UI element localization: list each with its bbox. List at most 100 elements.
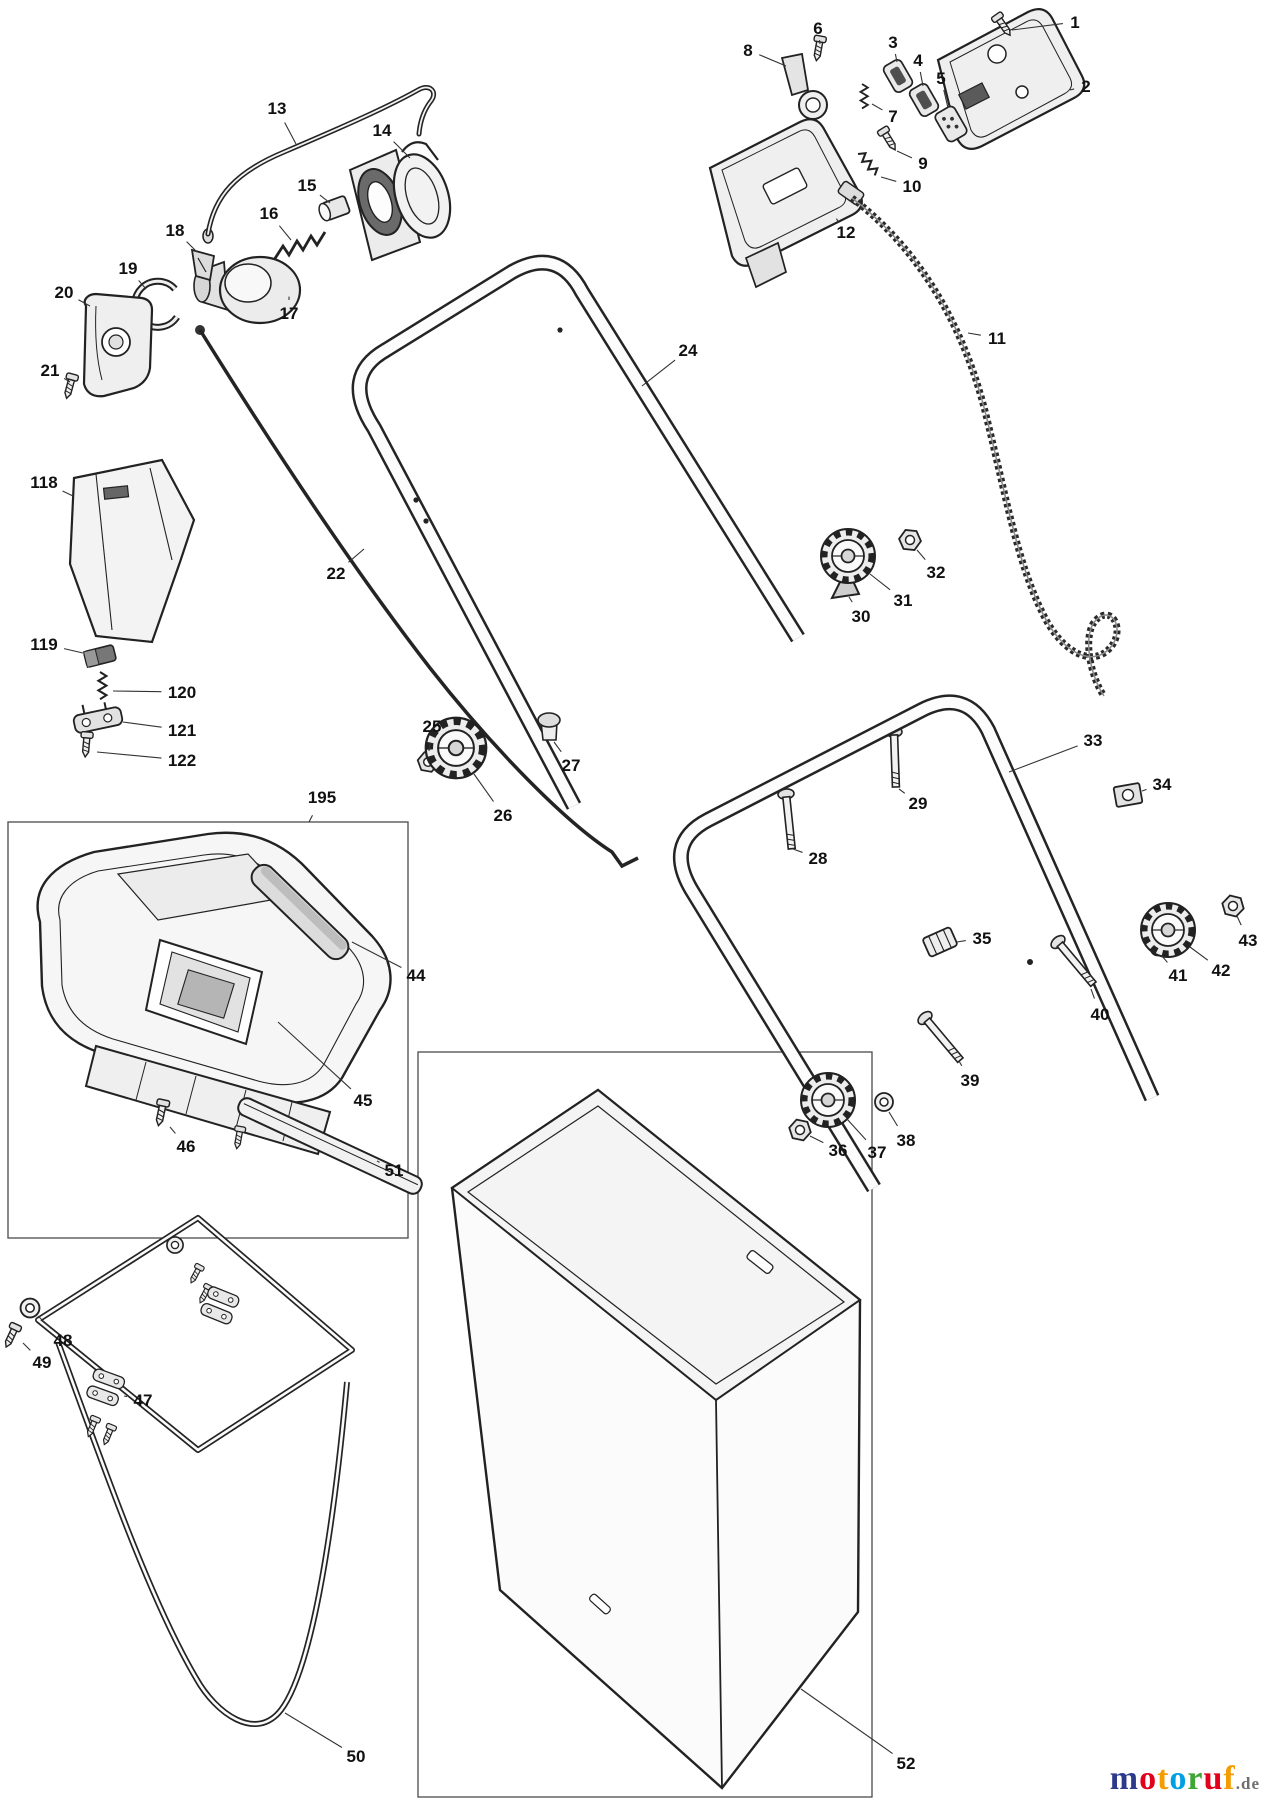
leader-line-118 (62, 490, 74, 497)
leader-line-39 (958, 1060, 963, 1067)
part-callout-42: 42 (1189, 946, 1230, 980)
leader-line-18 (186, 241, 198, 253)
part-number-10: 10 (903, 177, 922, 196)
leader-line-13 (284, 122, 297, 145)
part-callout-37: 37 (846, 1118, 886, 1162)
part-callout-34: 34 (1141, 775, 1172, 794)
part-118-deflector-flap (68, 458, 196, 644)
leader-line-11 (967, 332, 981, 336)
part-number-27: 27 (562, 756, 581, 775)
leader-line-12 (835, 218, 839, 222)
leader-line-49 (22, 1342, 31, 1351)
part-18-clip (190, 248, 216, 282)
part-callout-14: 14 (373, 121, 411, 159)
part-number-31: 31 (894, 591, 913, 610)
part-callout-32: 32 (916, 549, 946, 582)
leader-line-22 (348, 548, 365, 563)
part-callout-27: 27 (553, 741, 581, 775)
leader-line-119 (63, 648, 84, 654)
part-38-washer (874, 1092, 894, 1112)
leader-line-51 (376, 1160, 380, 1163)
part-47-fastener-plates (86, 1368, 126, 1407)
part-28-bolt (776, 787, 801, 851)
part-callout-4: 4 (913, 51, 924, 87)
part-number-122: 122 (168, 751, 196, 770)
site-logo[interactable]: motoruf.de (1110, 1762, 1260, 1796)
part-number-32: 32 (927, 563, 946, 582)
leader-line-8 (759, 54, 787, 67)
part-number-13: 13 (268, 99, 287, 118)
logo-letter: o (1139, 1760, 1158, 1797)
part-number-9: 9 (918, 154, 927, 173)
leader-line-45 (277, 1021, 352, 1090)
part-number-1: 1 (1070, 13, 1079, 32)
part-52-grass-catcher-bag (450, 1088, 862, 1790)
leader-line-52 (800, 1688, 893, 1755)
part-43-nut (1219, 893, 1247, 919)
part-6-screw (809, 34, 828, 63)
logo-suffix: .de (1235, 1774, 1260, 1793)
part-36-nut (786, 1117, 814, 1143)
leader-line-38 (888, 1111, 898, 1127)
part-20-housing-cover (82, 292, 154, 398)
leader-line-36 (809, 1135, 824, 1144)
leader-line-48 (37, 1315, 52, 1330)
part-number-22: 22 (327, 564, 346, 583)
part-number-6: 6 (813, 19, 822, 38)
part-callout-35: 35 (956, 929, 991, 948)
part-number-39: 39 (961, 1071, 980, 1090)
part-callout-9: 9 (896, 150, 928, 173)
leader-line-21 (63, 377, 71, 383)
part-number-52: 52 (897, 1754, 916, 1773)
part-callout-119: 119 (30, 635, 84, 654)
leader-line-2 (1069, 88, 1075, 91)
part-number-15: 15 (298, 176, 317, 195)
part-number-34: 34 (1153, 775, 1172, 794)
part-33-lower-handlebar (672, 694, 1160, 1193)
part-number-26: 26 (494, 806, 513, 825)
part-callout-11: 11 (967, 329, 1006, 348)
leader-line-24 (641, 359, 676, 387)
part-number-44: 44 (407, 966, 426, 985)
leader-line-26 (473, 773, 494, 802)
part-callout-48: 48 (37, 1315, 72, 1350)
logo-letter: m (1109, 1760, 1140, 1797)
part-number-119: 119 (30, 635, 57, 654)
part-49-screw (0, 1321, 23, 1351)
logo-letter: u (1203, 1760, 1224, 1797)
part-callout-25: 25 (423, 717, 441, 752)
leader-line-47 (123, 1395, 128, 1398)
frame-screw-a (186, 1262, 206, 1286)
part-number-18: 18 (166, 221, 185, 240)
part-number-14: 14 (373, 121, 392, 140)
leader-line-27 (553, 741, 562, 753)
part-119-clip (82, 644, 117, 668)
part-callout-46: 46 (169, 1126, 195, 1156)
part-callout-20: 20 (55, 283, 91, 307)
part-34-square-nut (1112, 782, 1144, 808)
part-number-38: 38 (897, 1131, 916, 1150)
part-number-3: 3 (888, 33, 897, 52)
part-number-51: 51 (385, 1161, 404, 1180)
part-8-cable-clamp (780, 52, 828, 120)
part-11-power-cable (837, 180, 1121, 699)
part-32-nut (897, 528, 923, 552)
part-callout-51: 51 (376, 1160, 404, 1180)
part-47-screw-b (98, 1422, 118, 1448)
part-50-grass-catcher-frame (35, 1215, 355, 1727)
part-callout-40: 40 (1090, 988, 1109, 1024)
leader-line-120 (112, 690, 162, 693)
part-number-11: 11 (988, 329, 1006, 348)
leader-line-122 (96, 751, 162, 759)
part-callout-26: 26 (473, 773, 513, 825)
part-callout-8: 8 (743, 41, 787, 67)
part-13-cable-guide-rod (202, 85, 437, 244)
part-42-knob (1141, 903, 1195, 957)
part-120-spring (97, 670, 108, 701)
leader-line-16 (278, 225, 292, 241)
part-number-36: 36 (829, 1141, 848, 1160)
part-37-knob (801, 1073, 855, 1127)
part-number-2: 2 (1081, 77, 1090, 96)
part-121-bracket (72, 702, 124, 734)
frame-fastener-plates (200, 1286, 240, 1325)
